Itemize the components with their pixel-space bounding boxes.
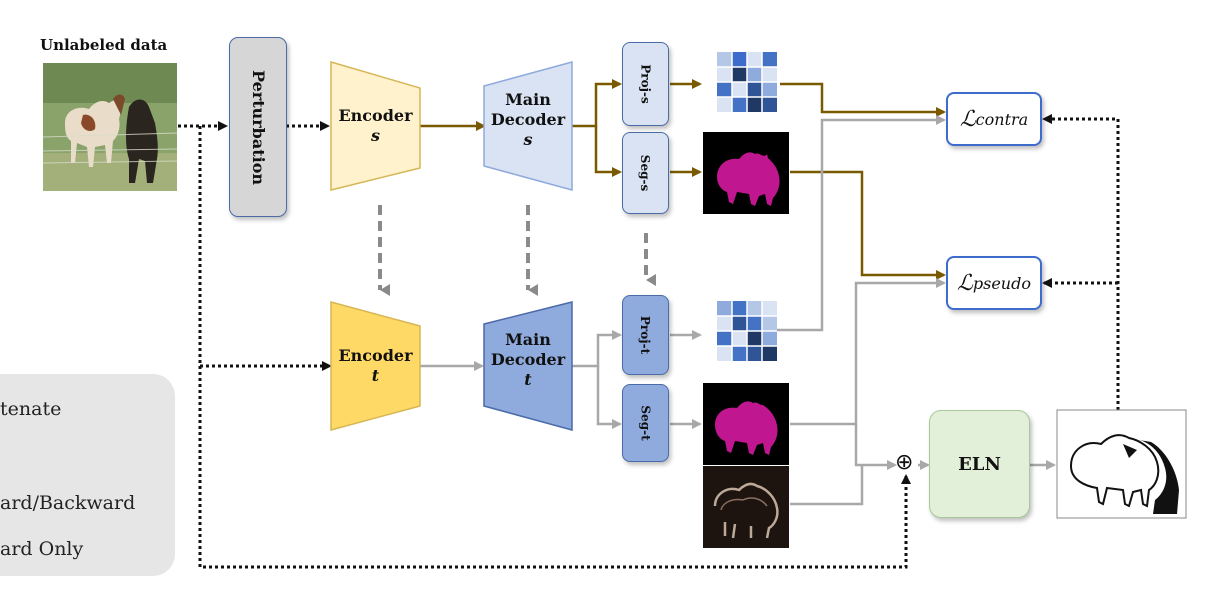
uncertainty-map-image bbox=[703, 466, 789, 548]
decoder-s-sub: s bbox=[523, 130, 533, 149]
decoder-s-label: Main Decoder s bbox=[484, 90, 572, 150]
dotted-flow-lines bbox=[178, 114, 1120, 569]
pseudo-loss-sub: pseudo bbox=[972, 273, 1031, 293]
decoder-t-shape bbox=[483, 301, 573, 431]
decoder-s-name1: Main bbox=[505, 90, 551, 109]
seg-t-block: Seg-t bbox=[622, 384, 669, 462]
student-paths bbox=[420, 79, 946, 280]
perturbation-block: Perturbation bbox=[229, 37, 287, 217]
legend-item-concatenate: tenate bbox=[0, 398, 62, 420]
proj-s-block: Proj-s bbox=[622, 42, 669, 126]
decoder-t-name2: Decoder bbox=[490, 350, 566, 369]
decoder-s-name2: Decoder bbox=[490, 110, 566, 129]
proj-t-label: Proj-t bbox=[638, 315, 653, 355]
encoder-s-sub: s bbox=[370, 126, 380, 145]
ema-arrows bbox=[378, 205, 656, 296]
proj-s-label: Proj-s bbox=[638, 64, 653, 104]
horse-photo-image bbox=[42, 63, 178, 191]
segmentation-mask-s-image bbox=[703, 132, 789, 214]
seg-t-label: Seg-t bbox=[638, 405, 653, 441]
encoder-t-sub: t bbox=[371, 366, 380, 385]
eln-block: ELN bbox=[929, 410, 1030, 518]
legend-panel: tenate ard/Backward ard Only bbox=[0, 374, 175, 576]
perturbation-label: Perturbation bbox=[248, 69, 268, 185]
encoder-t-label: Encoder t bbox=[331, 346, 420, 386]
decoder-t-name1: Main bbox=[505, 330, 551, 349]
encoder-s-name: Encoder bbox=[338, 106, 413, 125]
error-map-image bbox=[1056, 409, 1187, 519]
encoder-t-name: Encoder bbox=[338, 346, 413, 365]
proj-t-block: Proj-t bbox=[622, 295, 669, 375]
contra-loss-sub: contra bbox=[975, 109, 1029, 129]
teacher-paths bbox=[420, 115, 1056, 506]
seg-s-label: Seg-s bbox=[638, 154, 653, 192]
heatmap-grid-t-icon bbox=[717, 301, 777, 361]
unlabeled-data-title: Unlabeled data bbox=[40, 36, 168, 54]
encoder-s-label: Encoder s bbox=[331, 106, 420, 146]
heatmap-grid-s-icon bbox=[717, 52, 777, 112]
encoder-t-shape bbox=[330, 301, 421, 431]
legend-item-forward-only: ard Only bbox=[0, 538, 84, 560]
decoder-t-sub: t bbox=[524, 370, 532, 389]
legend-item-forward-backward: ard/Backward bbox=[0, 492, 136, 514]
contra-loss-symbol: ℒ bbox=[959, 106, 976, 132]
decoder-t-label: Main Decoder t bbox=[484, 330, 572, 390]
segmentation-mask-t-image bbox=[703, 383, 789, 465]
seg-s-block: Seg-s bbox=[622, 132, 669, 214]
concatenate-icon: ⊕ bbox=[895, 450, 914, 475]
encoder-s-shape bbox=[330, 60, 421, 191]
pseudo-loss-symbol: ℒ bbox=[957, 270, 973, 296]
decoder-s-shape bbox=[483, 61, 573, 191]
eln-label: ELN bbox=[958, 453, 1001, 475]
